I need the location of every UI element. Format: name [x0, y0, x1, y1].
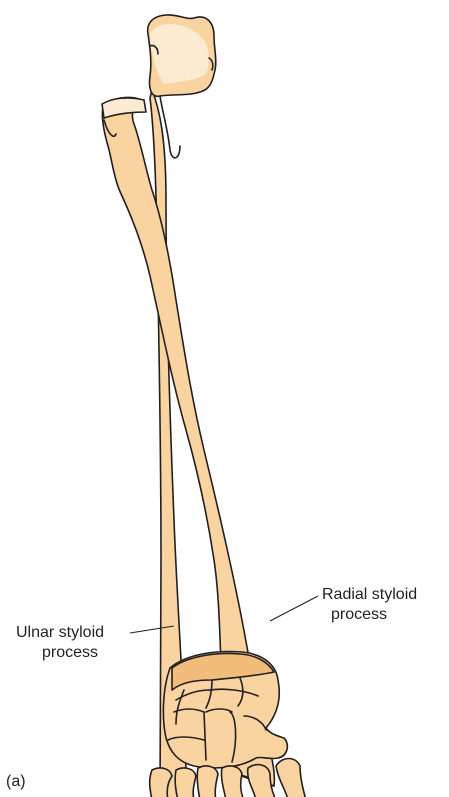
ulnar-styloid-label-line2: process [16, 643, 104, 663]
radial-styloid-leader-line [270, 596, 318, 621]
radial-styloid-label-line2: process [322, 605, 417, 625]
panel-letter: (a) [6, 773, 26, 791]
ulnar-styloid-process-label: Ulnar styloid process [16, 623, 104, 663]
carpal-bones [163, 652, 287, 768]
radial-styloid-process-label: Radial styloid process [322, 585, 417, 625]
radial-styloid-label-line1: Radial styloid [322, 585, 417, 605]
ulnar-styloid-label-line1: Ulnar styloid [16, 623, 104, 643]
